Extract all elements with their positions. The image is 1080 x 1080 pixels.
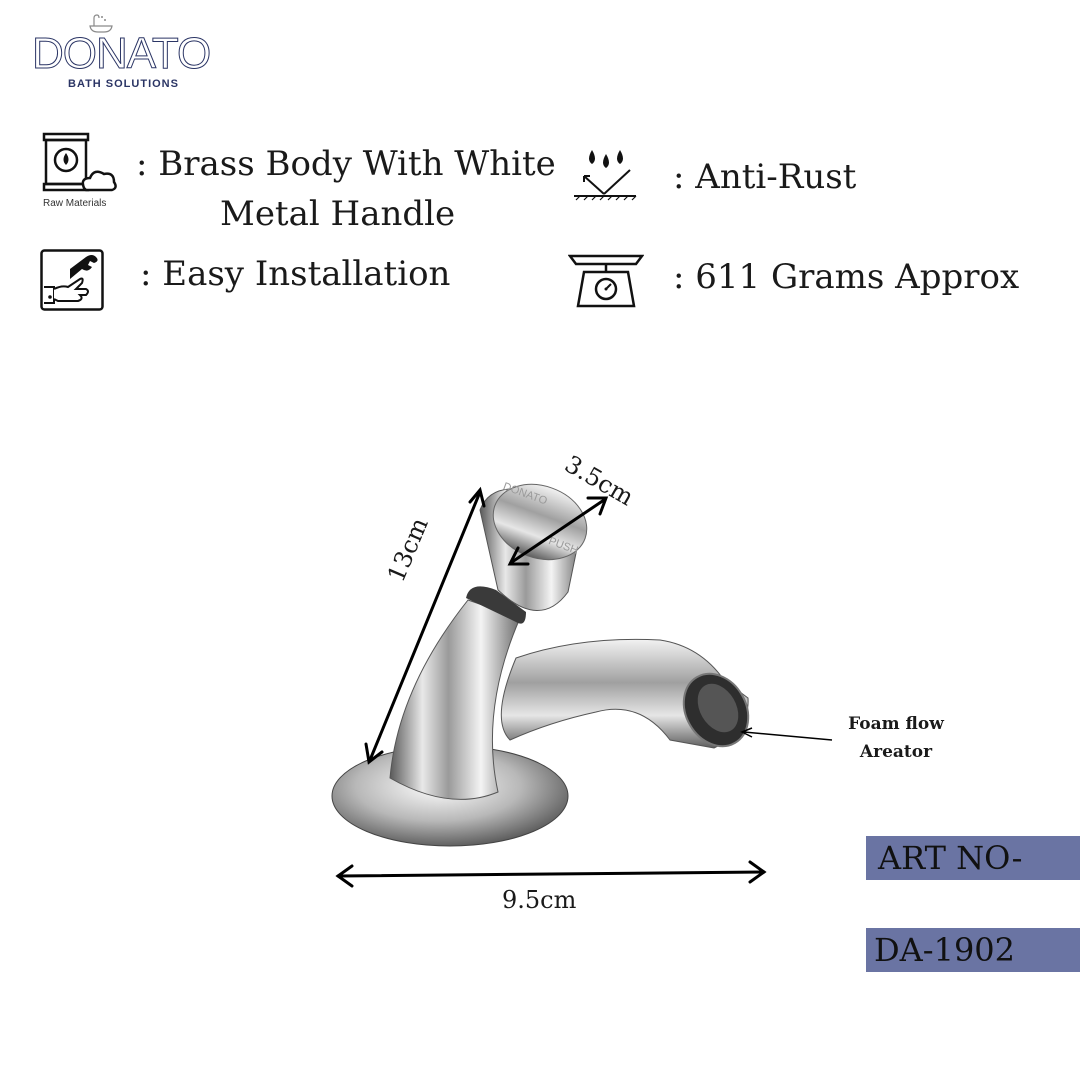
- handle-arrow: [510, 498, 606, 564]
- article-number: DA-1902: [874, 931, 1016, 969]
- width-label: 9.5cm: [502, 886, 577, 914]
- weighing-scale-icon: [568, 254, 644, 308]
- callout-line2: Areator: [859, 742, 933, 762]
- feature-anti-rust: : Anti-Rust: [673, 157, 857, 197]
- article-label: ART NO-: [878, 839, 1023, 877]
- feature-material-line1: : Brass Body With White: [136, 144, 556, 184]
- brand-tagline: BATH SOLUTIONS: [68, 78, 179, 90]
- brand-name: DONATO: [31, 29, 211, 78]
- easy-installation-icon: [40, 249, 104, 311]
- height-arrow: [368, 490, 482, 762]
- faucet-product-image: [331, 483, 750, 847]
- feature-easy-installation: : Easy Installation: [140, 254, 451, 294]
- raw-materials-caption: Raw Materials: [43, 198, 107, 209]
- article-number-box: DA-1902: [866, 928, 1080, 972]
- feature-material-line2: Metal Handle: [220, 194, 456, 234]
- width-arrow: [336, 870, 766, 878]
- article-label-box: ART NO-: [866, 836, 1080, 880]
- anti-rust-icon: [574, 150, 637, 201]
- callout-line: [743, 731, 833, 741]
- raw-materials-icon: [42, 132, 117, 192]
- bathtub-logo-icon: [89, 14, 113, 33]
- aerator-callout: Foam flow Areator: [836, 710, 956, 766]
- callout-line1: Foam flow: [848, 714, 944, 734]
- brand-logo: DONATO BATH SOLUTIONS: [30, 12, 220, 92]
- feature-weight: : 611 Grams Approx: [673, 257, 1020, 297]
